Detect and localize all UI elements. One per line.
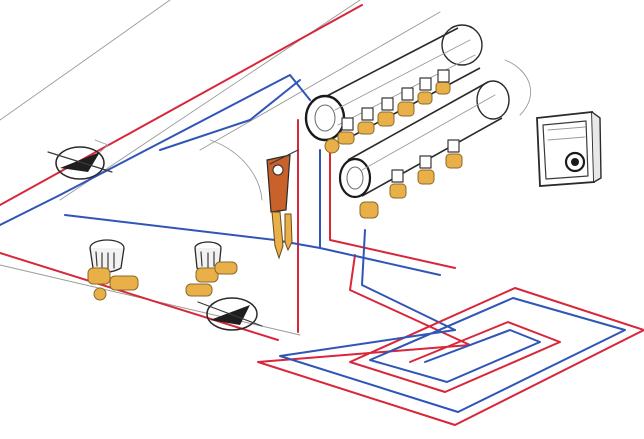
manifold-lower-valve-caps xyxy=(391,139,460,183)
return-riser xyxy=(319,149,441,276)
pump-bottom xyxy=(197,297,263,331)
pump-left xyxy=(47,139,113,180)
manifold-upper-valve-caps xyxy=(341,69,450,131)
manifold-upper xyxy=(304,24,483,154)
supply-cross-branch xyxy=(329,124,456,269)
loop-return xyxy=(279,297,626,413)
return-upper-diagonal xyxy=(0,74,311,226)
valve-left xyxy=(87,239,139,301)
valve-center xyxy=(185,241,238,297)
return-mid-diagonal xyxy=(159,79,301,151)
thermometer xyxy=(266,149,299,260)
loop-supply xyxy=(257,287,644,426)
manifold-lower-fittings xyxy=(359,153,463,219)
supply-riser-left xyxy=(0,252,279,341)
room-thermostat xyxy=(536,110,602,187)
manifold-lower xyxy=(338,80,510,219)
underfloor-heating-loop xyxy=(257,287,644,426)
return-lower-branch xyxy=(361,229,456,331)
supply-upper-diagonal xyxy=(0,4,363,206)
